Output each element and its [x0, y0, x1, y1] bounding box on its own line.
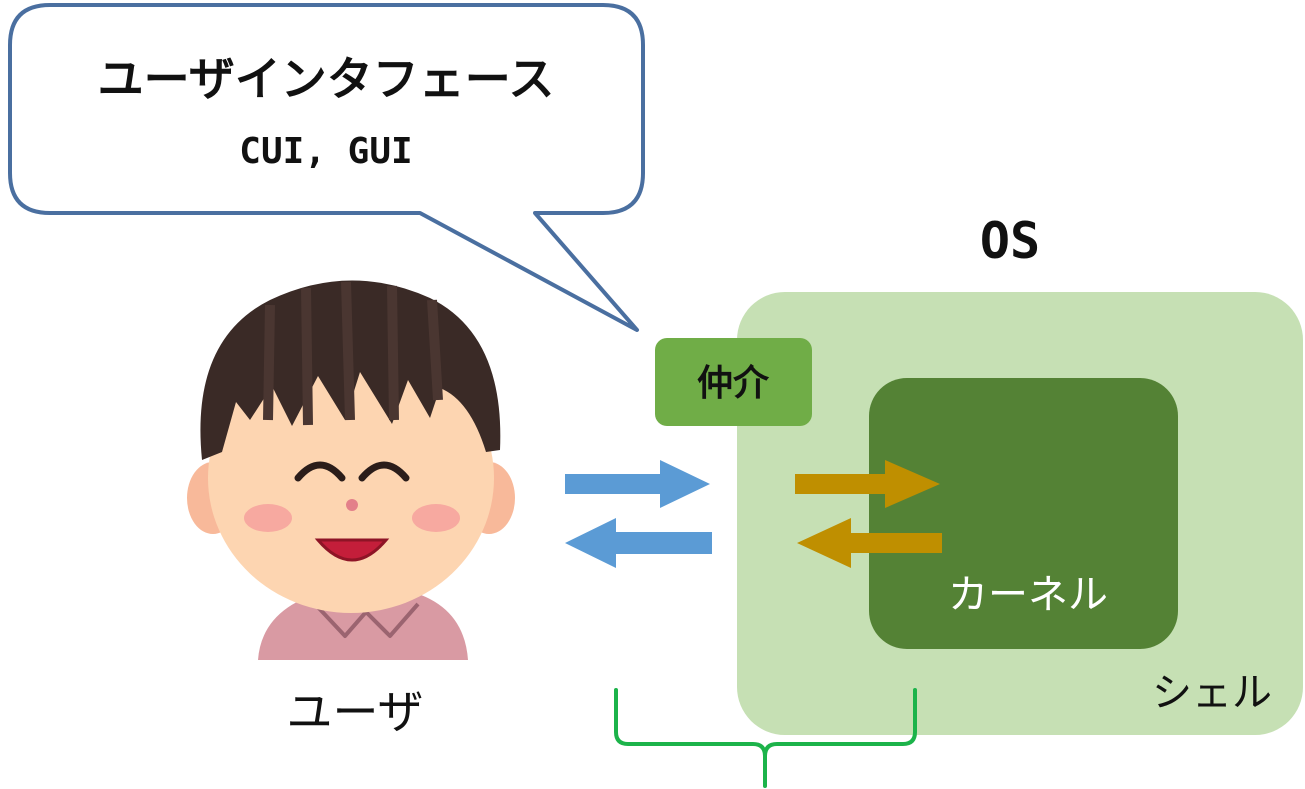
user-left-eye: [294, 461, 346, 482]
kernel-to-shell-arrow: [797, 518, 942, 568]
user-hair-stripes: [263, 281, 443, 426]
shell-label: シェル: [1152, 670, 1272, 716]
mediator-label: 仲介: [697, 363, 770, 404]
speech-bubble: ユーザインタフェース CUI, GUI: [8, 3, 645, 332]
user-label: ユーザ: [286, 685, 423, 739]
user-face: [208, 343, 494, 613]
os-label: OS: [980, 212, 1040, 270]
kernel-box: [869, 378, 1178, 649]
mediator-box: [655, 338, 812, 426]
interface-brace: [614, 688, 917, 788]
shell-to-kernel-arrow: [795, 460, 940, 508]
user-right-eye: [358, 461, 410, 482]
speech-bubble-shape: [8, 3, 645, 332]
kernel-label: カーネル: [948, 572, 1108, 618]
user-avatar: [187, 280, 515, 660]
user-left-cheek: [244, 504, 292, 532]
shell-to-user-arrow: [565, 518, 712, 568]
user-to-shell-arrow: [565, 460, 710, 508]
user-nose: [346, 499, 358, 511]
bubble-title: ユーザインタフェース: [98, 52, 555, 106]
user-right-cheek: [412, 504, 460, 532]
bubble-subtitle: CUI, GUI: [239, 131, 412, 172]
user-mouth: [314, 538, 390, 562]
